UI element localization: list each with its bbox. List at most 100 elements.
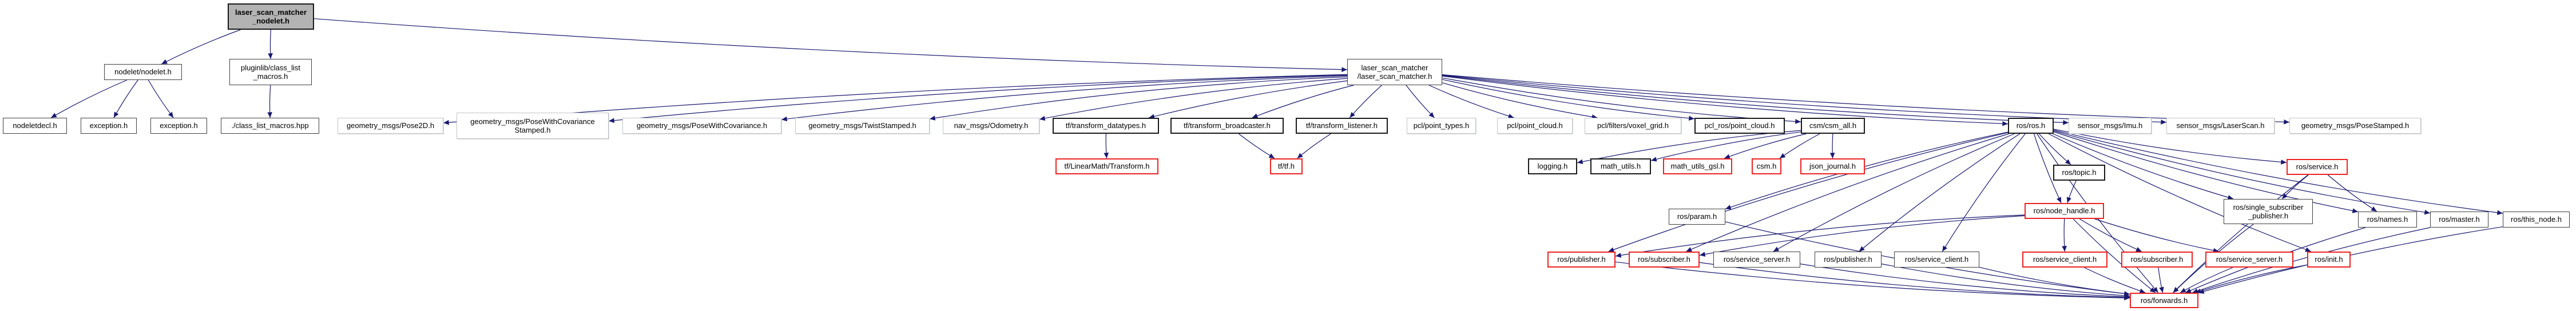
graph-node-f_sub_red2[interactable]: ros/subscriber.h <box>2121 252 2193 268</box>
include-edge-f_sc-g_forwards <box>1979 266 2130 296</box>
graph-node-c20[interactable]: sensor_msgs/LaserScan.h <box>2166 118 2275 134</box>
include-edge-root-lsm <box>313 18 1348 72</box>
include-edge-c18-f_ss <box>1773 133 2015 252</box>
graph-node-e_master[interactable]: ros/master.h <box>2430 212 2488 228</box>
include-edge-d8-e_nh <box>2066 180 2077 204</box>
include-edge-lsm-c9 <box>1039 78 1348 121</box>
include-edge-lsm-c13 <box>1406 85 1435 118</box>
graph-node-e_names[interactable]: ros/names.h <box>2358 212 2417 228</box>
include-edge-lsm-c7 <box>781 75 1348 122</box>
graph-node-c10[interactable]: tf/transform_datatypes.h <box>1053 118 1159 134</box>
graph-node-f_sub_red[interactable]: ros/subscriber.h <box>1629 252 1700 268</box>
graph-node-d4[interactable]: math_utils.h <box>1590 158 1651 174</box>
graph-node-c12[interactable]: tf/transform_listener.h <box>1296 118 1388 134</box>
graph-node-c7[interactable]: geometry_msgs/PoseWithCovariance.h <box>622 118 781 134</box>
include-edge-f_sub_red-g_forwards <box>1699 262 2130 300</box>
graph-node-lsm[interactable]: laser_scan_matcher /laser_scan_matcher.h <box>1347 59 1442 85</box>
include-edge-d9-g_forwards <box>2173 174 2308 293</box>
graph-node-c5[interactable]: geometry_msgs/Pose2D.h <box>338 118 443 134</box>
include-edge-lsm-c15 <box>1442 82 1598 119</box>
include-edge-e_nh-f_ss_red <box>2094 218 2219 253</box>
include-edge-lsm-c12 <box>1349 85 1382 118</box>
graph-node-c8[interactable]: geometry_msgs/TwistStamped.h <box>795 118 930 134</box>
include-edge-e_nh-f_sub_red <box>1699 215 2025 257</box>
graph-node-f_sc[interactable]: ros/service_client.h <box>1894 252 1979 268</box>
graph-node-nodelet_nodelet[interactable]: nodelet/nodelet.h <box>104 64 182 80</box>
graph-node-c1[interactable]: nodeletdecl.h <box>3 118 67 134</box>
include-edge-lsm-c10 <box>1149 80 1348 119</box>
graph-node-g_forwards[interactable]: ros/forwards.h <box>2130 293 2198 308</box>
graph-node-e_thisnode[interactable]: ros/this_node.h <box>2503 212 2570 228</box>
include-edge-root-pluginlib_clm <box>268 29 273 59</box>
graph-node-c13[interactable]: pcl/point_types.h <box>1407 118 1476 134</box>
include-edge-lsm-c11 <box>1252 85 1354 118</box>
include-edge-root-nodelet_nodelet <box>161 29 241 65</box>
include-edge-c17-d6 <box>1779 133 1820 159</box>
include-edge-f_pub-g_forwards <box>1881 264 2130 298</box>
include-edge-e_nh-g_forwards <box>2073 218 2156 293</box>
include-edge-nodelet_nodelet-c3 <box>148 79 174 118</box>
include-edge-c17-d4 <box>1650 131 1801 162</box>
include-edge-lsm-c17 <box>1442 77 1801 124</box>
graph-node-d9[interactable]: ros/service.h <box>2287 159 2348 175</box>
graph-node-d6[interactable]: csm.h <box>1752 158 1781 174</box>
graph-node-f_ss[interactable]: ros/service_server.h <box>1713 252 1800 268</box>
graph-node-d8[interactable]: ros/topic.h <box>2053 165 2105 181</box>
graph-node-c16[interactable]: pcl_ros/point_cloud.h <box>1694 118 1785 134</box>
graph-node-d1[interactable]: tf/LinearMath/Transform.h <box>1055 158 1158 174</box>
include-edge-c12-d2 <box>1297 133 1331 159</box>
include-edge-f_pub_red-g_forwards <box>1615 261 2130 301</box>
include-edge-lsm-c14 <box>1428 85 1514 119</box>
graph-node-c15[interactable]: pcl/filters/voxel_grid.h <box>1585 118 1681 134</box>
include-edge-e_nh-f_sc_red <box>2062 218 2067 252</box>
graph-node-c11[interactable]: tf/transform_broadcaster.h <box>1170 118 1284 134</box>
graph-node-f_ss_red[interactable]: ros/service_server.h <box>2205 252 2293 268</box>
include-edge-c11-d2 <box>1239 133 1275 159</box>
graph-node-c9[interactable]: nav_msgs/Odometry.h <box>943 118 1039 134</box>
graph-node-c21[interactable]: geometry_msgs/PoseStamped.h <box>2289 118 2421 134</box>
graph-node-d3[interactable]: logging.h <box>1528 158 1577 174</box>
include-edge-lsm-c19 <box>1442 75 2069 125</box>
include-edge-f_ss_red-g_forwards <box>2180 267 2233 293</box>
graph-node-root[interactable]: laser_scan_matcher _nodelet.h <box>228 3 314 30</box>
graph-node-f_pub_red[interactable]: ros/publisher.h <box>1547 252 1616 268</box>
include-edge-c18-e_names <box>2053 131 2359 213</box>
include-edge-nodelet_nodelet-c1 <box>50 79 128 118</box>
graph-node-c14[interactable]: pcl/point_cloud.h <box>1497 118 1573 134</box>
include-edge-c18-f_sub_red <box>1686 133 2009 252</box>
graph-node-f_init[interactable]: ros/init.h <box>2307 252 2351 268</box>
graph-node-c19[interactable]: sensor_msgs/Imu.h <box>2069 118 2152 134</box>
include-edge-f_sub_red2-g_forwards <box>2158 267 2164 293</box>
include-edge-lsm-c16 <box>1442 79 1695 121</box>
graph-node-e_ssp[interactable]: ros/single_subscriber _publisher.h <box>2224 199 2313 224</box>
include-edge-e_nh-f_sub_red2 <box>2079 218 2142 252</box>
include-edge-c17-d7 <box>1829 133 1835 159</box>
include-edge-f_sc_red-g_forwards <box>2084 267 2146 293</box>
graph-node-c2[interactable]: exception.h <box>81 118 137 134</box>
graph-node-d2[interactable]: tf/tf.h <box>1270 158 1303 174</box>
graph-node-c18[interactable]: ros/ros.h <box>2008 118 2054 134</box>
graph-node-pluginlib_clm[interactable]: pluginlib/class_list _macros.h <box>229 59 312 85</box>
include-edge-c18-e_master <box>2053 130 2431 215</box>
include-edge-e_nh-f_pub_red <box>1615 214 2025 258</box>
include-edge-lsm-c21 <box>1442 74 2290 125</box>
graph-node-e_param[interactable]: ros/param.h <box>1669 209 1725 225</box>
include-edge-nodelet_nodelet-c2 <box>113 79 138 118</box>
graph-node-f_sc_red[interactable]: ros/service_client.h <box>2022 252 2107 268</box>
include-edge-c18-d9 <box>2053 129 2287 165</box>
graph-node-c3[interactable]: exception.h <box>150 118 207 134</box>
graph-node-d5[interactable]: math_utils_gsl.h <box>1663 158 1732 174</box>
include-edge-f_init-g_forwards <box>2195 264 2308 294</box>
include-edge-c18-f_sc <box>1942 133 2026 252</box>
include-edge-c18-e_param <box>1725 131 2009 210</box>
graph-node-c4[interactable]: ./class_list_macros.hpp <box>221 118 319 134</box>
include-edge-c18-e_nh <box>2033 133 2062 204</box>
include-edge-c18-d8 <box>2038 133 2071 165</box>
include-edge-c18-f_pub <box>1859 133 2021 252</box>
graph-node-c17[interactable]: csm/csm_all.h <box>1801 118 1865 134</box>
graph-node-c6[interactable]: geometry_msgs/PoseWithCovariance Stamped… <box>457 113 609 139</box>
graph-node-d7[interactable]: json_journal.h <box>1800 158 1865 174</box>
graph-node-f_pub[interactable]: ros/publisher.h <box>1815 252 1882 268</box>
graph-node-e_nh[interactable]: ros/node_handle.h <box>2025 203 2104 219</box>
